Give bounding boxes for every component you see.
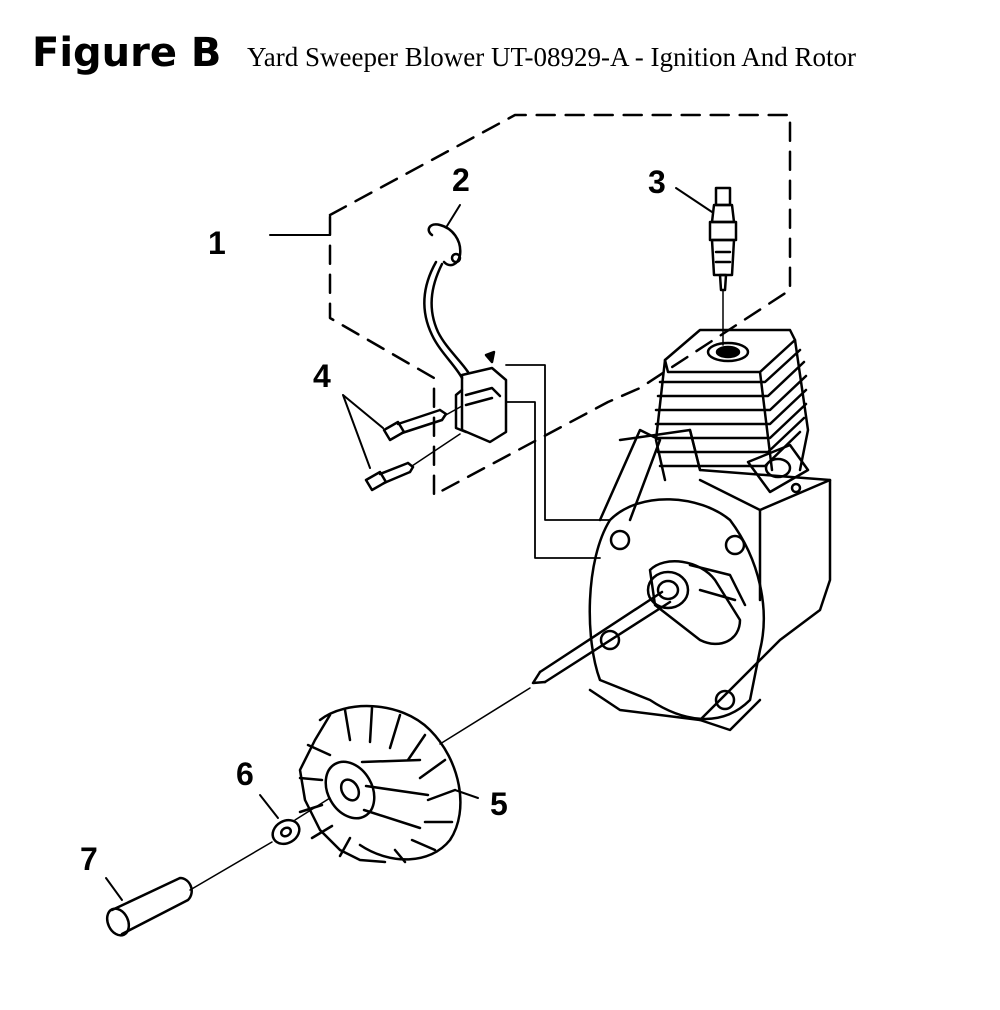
callout-4: 4	[313, 358, 331, 394]
callout-3: 3	[648, 164, 666, 200]
pin	[105, 876, 193, 937]
figure-title: Yard Sweeper Blower UT-08929-A - Ignitio…	[247, 42, 856, 72]
callout-7: 7	[80, 841, 98, 877]
ignition-boot-wire	[423, 204, 470, 380]
spark-plug	[675, 186, 738, 346]
callout-5: 5	[490, 786, 508, 822]
callout-2: 2	[452, 162, 470, 198]
figure-label: Figure B	[32, 30, 222, 76]
callout-6: 6	[236, 756, 254, 792]
ignition-screws	[342, 394, 463, 492]
flywheel-rotor	[298, 704, 479, 864]
engine-block	[531, 328, 832, 732]
callout-1: 1	[208, 225, 226, 261]
kit-boundary-dashed	[328, 113, 792, 497]
washer	[259, 794, 301, 846]
rotor-axis-line	[439, 687, 531, 745]
ignition-coil	[454, 350, 611, 559]
